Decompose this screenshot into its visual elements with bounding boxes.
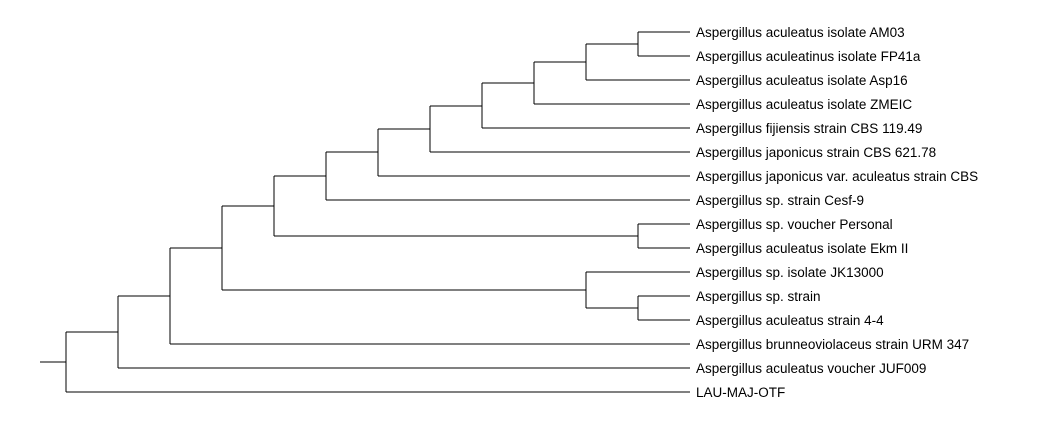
taxon-label: Aspergillus aculeatus strain 4-4 (696, 313, 884, 328)
taxon-label: Aspergillus aculeatus isolate Asp16 (696, 73, 908, 88)
taxon-label: Aspergillus fijiensis strain CBS 119.49 (696, 121, 922, 136)
taxon-label: LAU-MAJ-OTF (696, 385, 785, 400)
taxon-label: Aspergillus japonicus var. aculeatus str… (696, 169, 978, 184)
taxon-label: Aspergillus sp. strain (696, 289, 821, 304)
taxon-label: Aspergillus aculeatus voucher JUF009 (696, 361, 926, 376)
taxon-label: Aspergillus brunneoviolaceus strain URM … (696, 337, 969, 352)
taxon-label: Aspergillus sp. strain Cesf-9 (696, 193, 864, 208)
taxon-label: Aspergillus aculeatus isolate Ekm II (696, 241, 908, 256)
taxon-label: Aspergillus aculeatus isolate AM03 (696, 25, 905, 40)
taxon-label: Aspergillus aculeatus isolate ZMEIC (696, 97, 912, 112)
taxon-label: Aspergillus aculeatinus isolate FP41a (696, 49, 921, 64)
taxon-label: Aspergillus sp. voucher Personal (696, 217, 893, 232)
taxon-label: Aspergillus sp. isolate JK13000 (696, 265, 884, 280)
taxon-label: Aspergillus japonicus strain CBS 621.78 (696, 145, 936, 160)
